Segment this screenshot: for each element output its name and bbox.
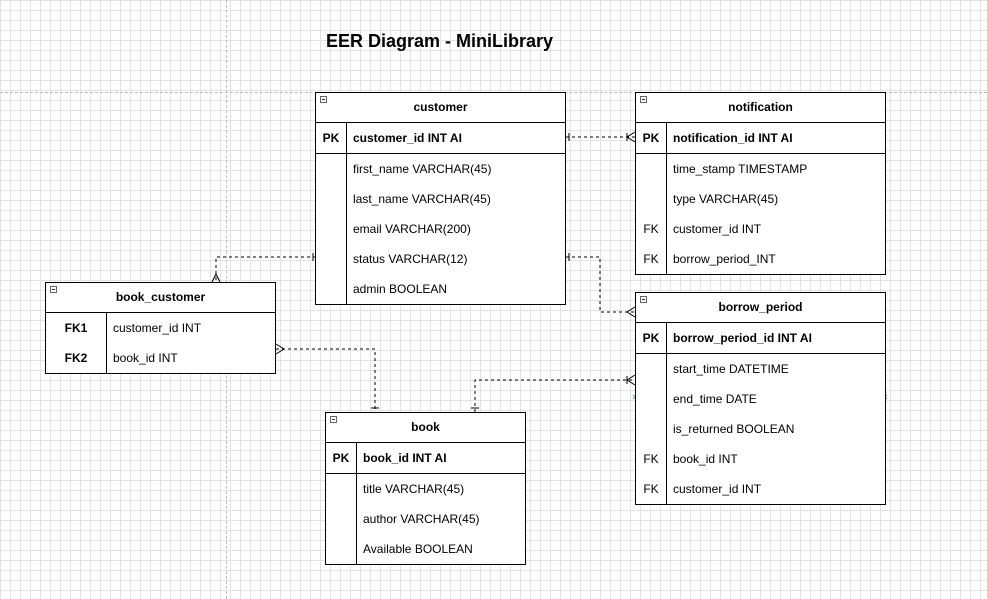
entity-header: book_customer [46, 283, 275, 313]
attributes-section: FK1 customer_id INT FK2 book_id INT [46, 313, 275, 373]
attribute-row[interactable]: type VARCHAR(45) [636, 184, 885, 214]
entity-customer[interactable]: customer PK customer_id INT AI first_name… [315, 92, 566, 305]
attribute-row[interactable]: FK book_id INT [636, 444, 885, 474]
attribute-row[interactable]: email VARCHAR(200) [316, 214, 565, 244]
attribute-row[interactable]: FK customer_id INT [636, 214, 885, 244]
attribute-text: status VARCHAR(12) [353, 252, 468, 266]
key-marker: PK [642, 131, 660, 145]
collapse-toggle-icon[interactable] [320, 96, 327, 103]
diagram-title: EER Diagram - MiniLibrary [326, 31, 554, 51]
attribute-row[interactable]: start_time DATETIME [636, 354, 885, 384]
attribute-row[interactable]: FK2 book_id INT [46, 343, 275, 373]
attribute-text: customer_id INT [673, 482, 762, 496]
attribute-row[interactable]: PK customer_id INT AI [316, 123, 565, 153]
collapse-toggle-icon[interactable] [640, 96, 647, 103]
attribute-row[interactable]: last_name VARCHAR(45) [316, 184, 565, 214]
attribute-text: customer_id INT [113, 321, 202, 335]
attribute-row[interactable]: admin BOOLEAN [316, 274, 565, 304]
primary-key-section: PK borrow_period_id INT AI [636, 323, 885, 354]
entity-name: notification [728, 100, 793, 114]
attribute-row[interactable]: status VARCHAR(12) [316, 244, 565, 274]
attribute-text: author VARCHAR(45) [363, 512, 480, 526]
attribute-text: book_id INT [673, 452, 738, 466]
attribute-row[interactable]: first_name VARCHAR(45) [316, 154, 565, 184]
entity-name: book_customer [115, 290, 206, 304]
key-marker: FK1 [64, 321, 88, 335]
entity-name: borrow_period [718, 300, 803, 314]
attribute-row[interactable]: FK borrow_period_INT [636, 244, 885, 274]
attribute-text: borrow_period_id INT AI [673, 331, 812, 345]
attribute-text: is_returned BOOLEAN [673, 422, 795, 436]
attributes-section: title VARCHAR(45) author VARCHAR(45) Ava… [326, 474, 525, 564]
attribute-row[interactable]: time_stamp TIMESTAMP [636, 154, 885, 184]
entity-notification[interactable]: notification PK notification_id INT AI ti… [635, 92, 886, 275]
attribute-row[interactable]: Available BOOLEAN [326, 534, 525, 564]
entity-header: notification [636, 93, 885, 123]
key-marker: FK2 [64, 351, 88, 365]
attribute-row[interactable]: is_returned BOOLEAN [636, 414, 885, 444]
attribute-row[interactable]: PK borrow_period_id INT AI [636, 323, 885, 353]
attribute-text: book_id INT [113, 351, 178, 365]
attributes-section: first_name VARCHAR(45) last_name VARCHAR… [316, 154, 565, 304]
attribute-text: borrow_period_INT [673, 252, 776, 266]
key-marker: PK [322, 131, 340, 145]
primary-key-section: PK book_id INT AI [326, 443, 525, 474]
key-marker: FK [643, 252, 659, 266]
attribute-row[interactable]: FK customer_id INT [636, 474, 885, 504]
attributes-section: start_time DATETIME end_time DATE is_ret… [636, 354, 885, 504]
attribute-text: notification_id INT AI [673, 131, 793, 145]
entity-book[interactable]: book PK book_id INT AI title VARCHAR(45) … [325, 412, 526, 565]
attribute-text: title VARCHAR(45) [363, 482, 465, 496]
attribute-text: book_id INT AI [363, 451, 447, 465]
entity-header: borrow_period [636, 293, 885, 323]
rel-customer-notification[interactable] [566, 131, 636, 143]
attribute-text: customer_id INT [673, 222, 762, 236]
attribute-row[interactable]: author VARCHAR(45) [326, 504, 525, 534]
attribute-row[interactable]: end_time DATE [636, 384, 885, 414]
attribute-text: type VARCHAR(45) [673, 192, 779, 206]
key-marker: FK [643, 452, 659, 466]
rel-book-book-customer[interactable] [275, 343, 379, 412]
attributes-section: time_stamp TIMESTAMP type VARCHAR(45) FK… [636, 154, 885, 274]
attribute-row[interactable]: PK book_id INT AI [326, 443, 525, 473]
attribute-text: email VARCHAR(200) [353, 222, 471, 236]
primary-key-section: PK notification_id INT AI [636, 123, 885, 154]
attribute-row[interactable]: PK notification_id INT AI [636, 123, 885, 153]
key-marker: PK [642, 331, 660, 345]
attribute-text: first_name VARCHAR(45) [353, 162, 492, 176]
collapse-toggle-icon[interactable] [640, 296, 647, 303]
attribute-text: admin BOOLEAN [353, 282, 448, 296]
attribute-text: end_time DATE [673, 392, 757, 406]
attribute-text: time_stamp TIMESTAMP [673, 162, 808, 176]
entity-name: customer [413, 100, 468, 114]
key-marker: PK [332, 451, 350, 465]
attribute-row[interactable]: FK1 customer_id INT [46, 313, 275, 343]
attribute-text: last_name VARCHAR(45) [353, 192, 491, 206]
entity-name: book [411, 420, 440, 434]
rel-book-borrow-period[interactable] [471, 374, 636, 412]
rel-customer-borrow-period[interactable] [566, 253, 636, 318]
rel-customer-book-customer[interactable] [211, 253, 316, 283]
collapse-toggle-icon[interactable] [330, 416, 337, 423]
entity-book-customer[interactable]: book_customer FK1 customer_id INT FK2 book… [45, 282, 276, 374]
primary-key-section: PK customer_id INT AI [316, 123, 565, 154]
attribute-text: Available BOOLEAN [363, 542, 473, 556]
entity-header: customer [316, 93, 565, 123]
key-marker: FK [643, 222, 659, 236]
entity-header: book [326, 413, 525, 443]
key-marker: FK [643, 482, 659, 496]
attribute-text: start_time DATETIME [673, 362, 789, 376]
collapse-toggle-icon[interactable] [50, 286, 57, 293]
attribute-text: customer_id INT AI [353, 131, 462, 145]
attribute-row[interactable]: title VARCHAR(45) [326, 474, 525, 504]
